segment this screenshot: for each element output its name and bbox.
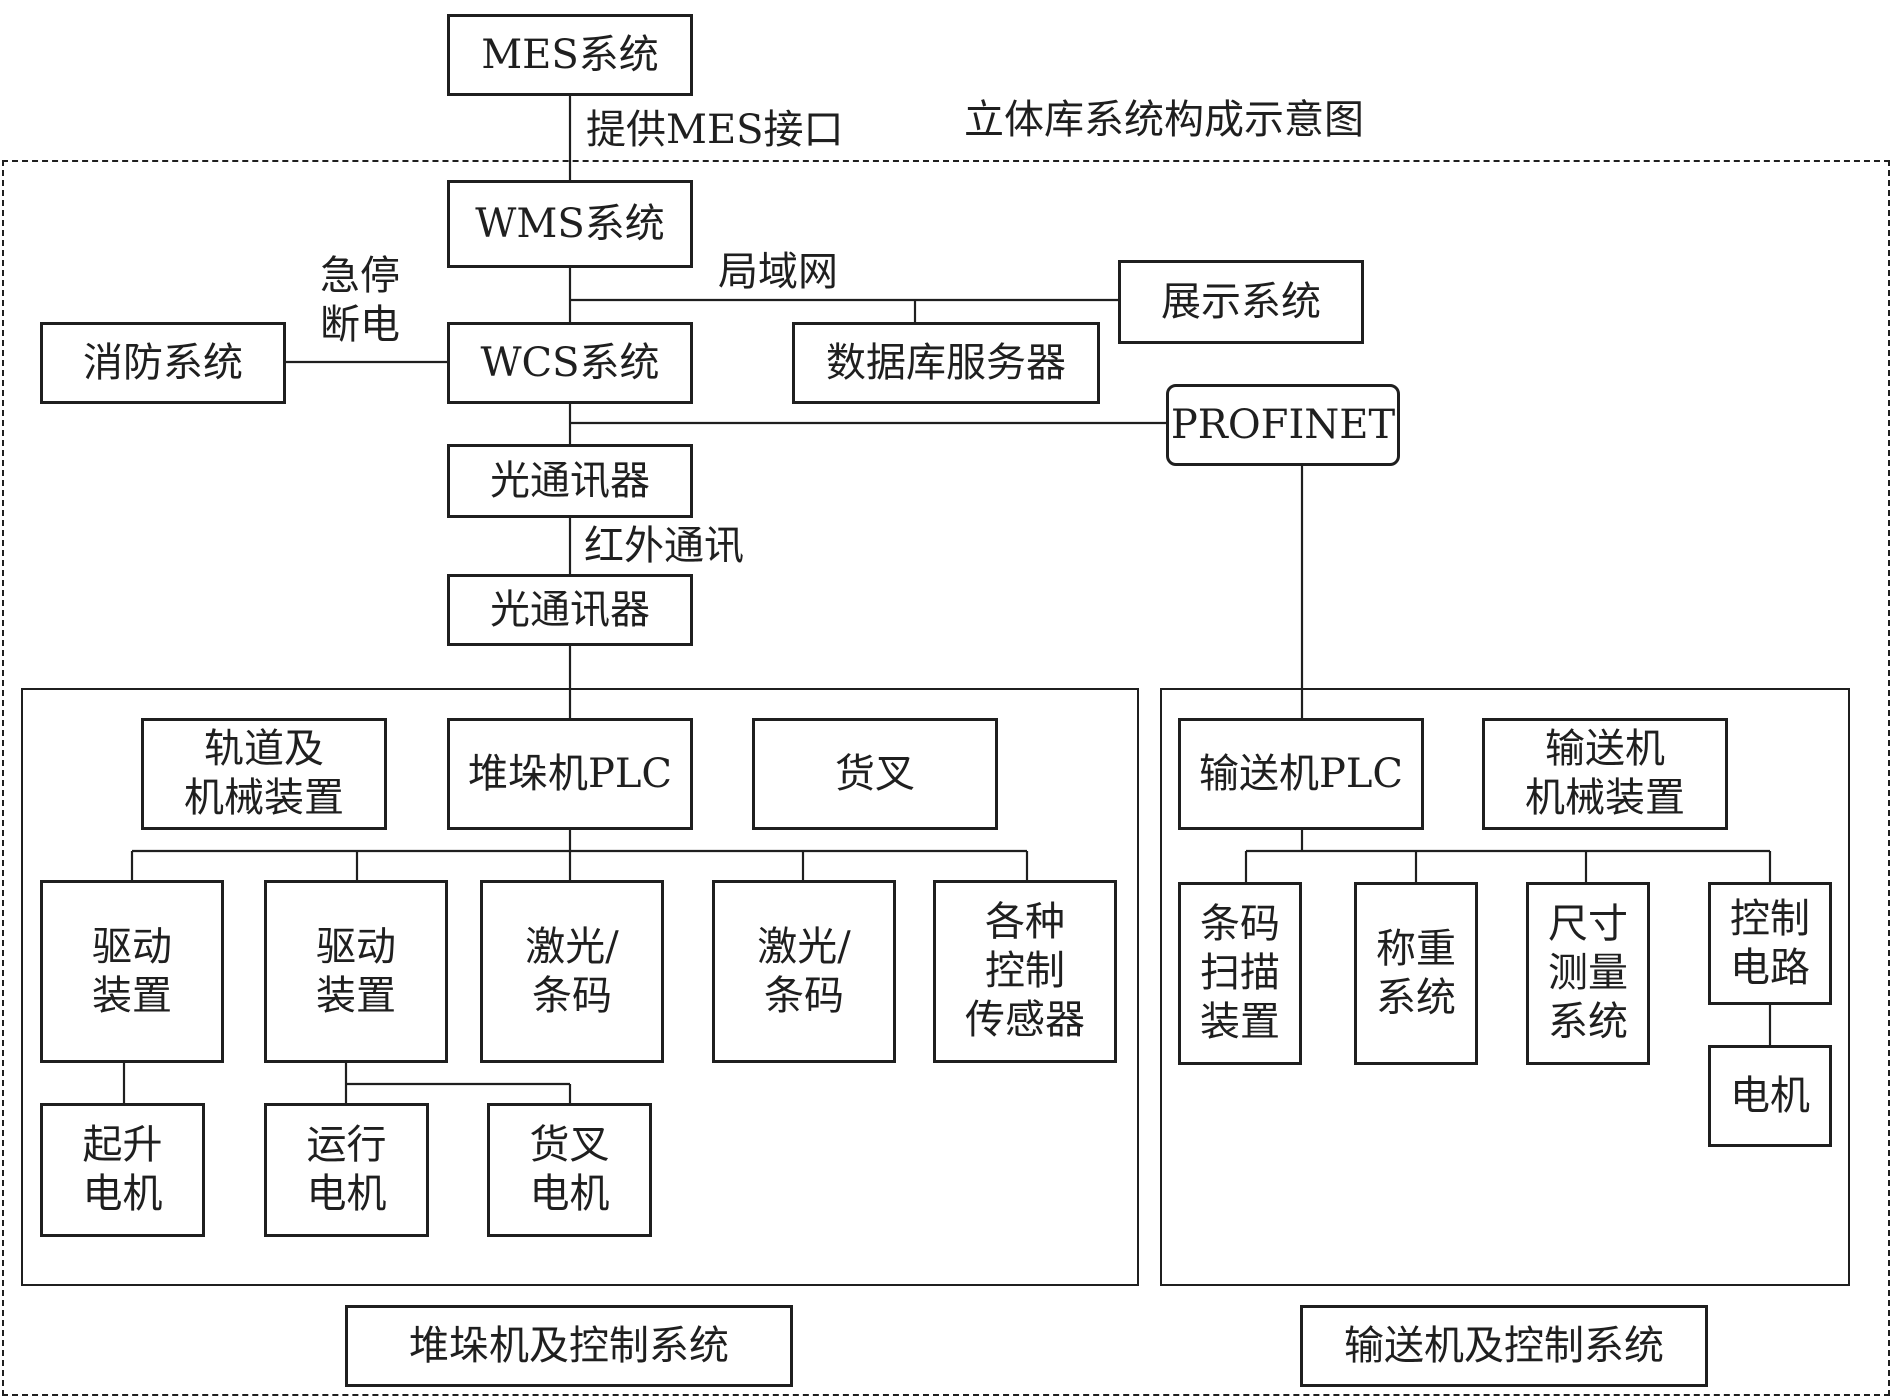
node-wcs: WCS系统 bbox=[447, 322, 693, 404]
node-control-circuit: 控制 电路 bbox=[1708, 882, 1832, 1005]
node-optical-comm-1: 光通讯器 bbox=[447, 444, 693, 518]
diagram-title: 立体库系统构成示意图 bbox=[964, 97, 1364, 143]
node-barcode-scan: 条码 扫描 装置 bbox=[1178, 882, 1302, 1065]
node-conveyor-plc: 输送机PLC bbox=[1178, 718, 1424, 830]
node-display: 展示系统 bbox=[1118, 260, 1364, 344]
node-fork: 货叉 bbox=[752, 718, 998, 830]
group-label-stacker: 堆垛机及控制系统 bbox=[345, 1305, 793, 1387]
node-weighing: 称重 系统 bbox=[1354, 882, 1478, 1065]
node-lift-motor: 起升 电机 bbox=[40, 1103, 205, 1237]
edge-label-lan: 局域网 bbox=[718, 249, 838, 295]
node-sensors: 各种 控制 传感器 bbox=[933, 880, 1117, 1063]
edge-label-mes-interface: 提供MES接口 bbox=[586, 107, 844, 153]
node-db-server: 数据库服务器 bbox=[792, 322, 1100, 404]
node-fire: 消防系统 bbox=[40, 322, 286, 404]
node-motor: 电机 bbox=[1708, 1045, 1832, 1147]
group-label-conveyor: 输送机及控制系统 bbox=[1300, 1305, 1708, 1387]
node-fork-motor: 货叉 电机 bbox=[487, 1103, 652, 1237]
node-drive-2: 驱动 装置 bbox=[264, 880, 448, 1063]
node-conveyor-mech: 输送机 机械装置 bbox=[1482, 718, 1728, 830]
node-mes: MES系统 bbox=[447, 14, 693, 96]
warehouse-boundary bbox=[2, 160, 1890, 1396]
node-dimension: 尺寸 测量 系统 bbox=[1526, 882, 1650, 1065]
stacker-panel bbox=[21, 688, 1139, 1286]
node-optical-comm-2: 光通讯器 bbox=[447, 574, 693, 646]
node-travel-motor: 运行 电机 bbox=[264, 1103, 429, 1237]
edge-label-estop: 急停 断电 bbox=[320, 253, 400, 348]
node-rail-mech: 轨道及 机械装置 bbox=[141, 718, 387, 830]
node-laser-1: 激光/ 条码 bbox=[480, 880, 664, 1063]
node-stacker-plc: 堆垛机PLC bbox=[447, 718, 693, 830]
node-profinet: PROFINET bbox=[1166, 384, 1400, 466]
node-laser-2: 激光/ 条码 bbox=[712, 880, 896, 1063]
edge-label-infrared: 红外通讯 bbox=[584, 523, 744, 569]
node-wms: WMS系统 bbox=[447, 180, 693, 268]
conveyor-panel bbox=[1160, 688, 1850, 1286]
node-drive-1: 驱动 装置 bbox=[40, 880, 224, 1063]
